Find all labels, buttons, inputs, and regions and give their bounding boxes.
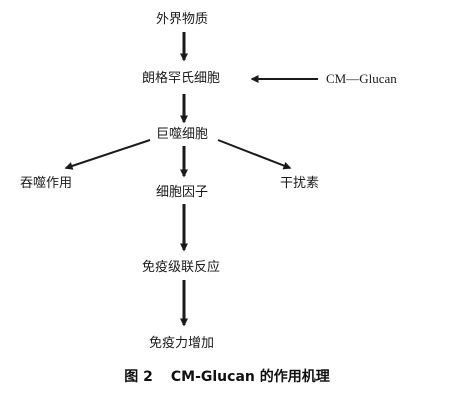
figure-number: 图 2 xyxy=(124,369,153,385)
node-langerhans-cell: 朗格罕氏细胞 xyxy=(142,71,221,86)
node-immunity-increase: 免疫力增加 xyxy=(149,336,215,351)
node-phagocytosis: 吞噬作用 xyxy=(20,176,73,191)
arrow-macrophage-to-phagocytosis xyxy=(64,139,151,170)
node-cm-glucan: CM—Glucan xyxy=(326,71,397,86)
node-macrophage: 巨噬细胞 xyxy=(156,127,209,142)
node-immune-cascade: 免疫级联反应 xyxy=(142,260,221,275)
figure-caption: 图 2 CM-Glucan 的作用机理 xyxy=(0,368,454,386)
node-external-substance: 外界物质 xyxy=(156,12,209,27)
arrow-macrophage-to-interferon xyxy=(217,139,292,170)
node-interferon: 干扰素 xyxy=(280,176,320,191)
node-cytokine: 细胞因子 xyxy=(156,185,209,200)
figure-title: CM-Glucan 的作用机理 xyxy=(170,369,330,385)
